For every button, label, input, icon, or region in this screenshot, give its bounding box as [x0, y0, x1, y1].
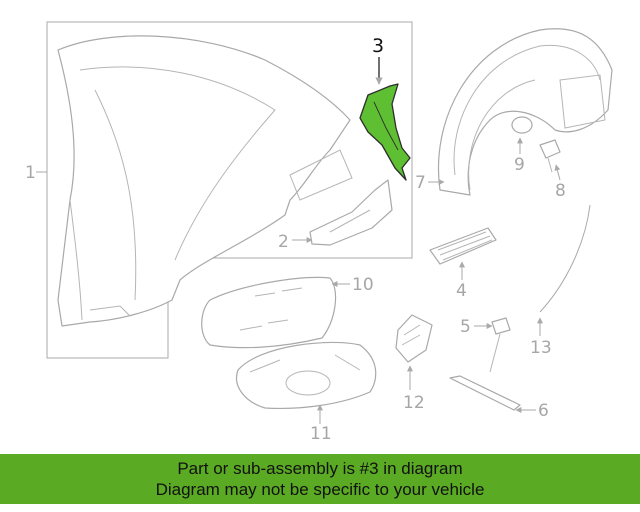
banner-line-disclaimer: Diagram may not be specific to your vehi…	[155, 480, 485, 499]
part-8-push-pin[interactable]	[539, 139, 561, 173]
part-12-latch[interactable]	[395, 314, 433, 363]
part-9-clip[interactable]	[511, 116, 533, 134]
callout-4[interactable]: 4	[456, 281, 467, 301]
part-11-floor-pan[interactable]	[236, 341, 377, 409]
part-6-strip[interactable]	[449, 375, 521, 411]
callout-7[interactable]: 7	[415, 173, 426, 193]
callout-9[interactable]: 9	[514, 155, 525, 175]
callout-1[interactable]: 1	[25, 163, 36, 183]
part-7-wheelhouse-liner[interactable]	[437, 28, 613, 196]
banner-line-part-number: Part or sub-assembly is #3 in diagram	[177, 459, 463, 478]
callout-13[interactable]: 13	[530, 338, 552, 358]
callout-10[interactable]: 10	[352, 275, 374, 295]
part-10-cover-panel[interactable]	[201, 276, 337, 349]
callout-8[interactable]: 8	[555, 181, 566, 201]
callout-3[interactable]: 3	[372, 35, 384, 57]
callout-11[interactable]: 11	[310, 424, 332, 444]
callout-12[interactable]: 12	[403, 393, 425, 413]
part-13-cable[interactable]	[539, 204, 591, 313]
part-1-quarter-panel[interactable]	[57, 35, 353, 327]
callout-2[interactable]: 2	[278, 232, 289, 252]
info-banner: Part or sub-assembly is #3 in diagram Di…	[0, 454, 640, 504]
parts-diagram: 1 2 3 4 5 6 7 8 9 10 11 12 13	[25, 21, 613, 444]
part-5-bolt[interactable]	[489, 317, 511, 373]
part-2-bracket[interactable]	[309, 179, 393, 246]
part-3-highlighted-panel[interactable]	[359, 83, 411, 181]
part-4-vent[interactable]	[429, 227, 497, 265]
callout-5[interactable]: 5	[460, 317, 471, 337]
callout-6[interactable]: 6	[538, 401, 549, 421]
